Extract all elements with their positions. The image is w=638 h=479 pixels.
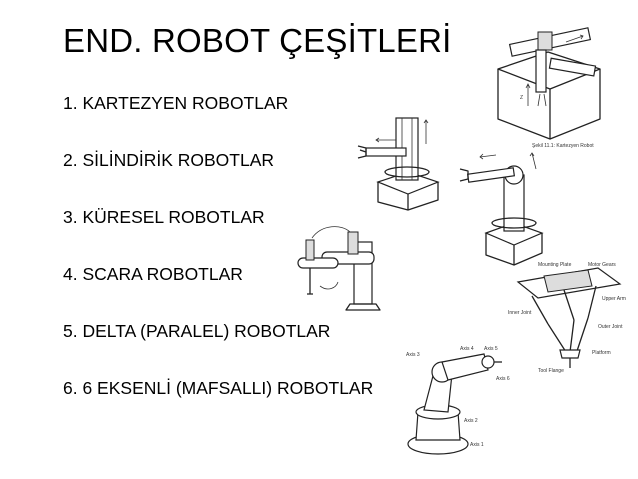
axis-label-4: Axis 4 — [460, 346, 474, 352]
axis-label-2: Axis 2 — [464, 418, 478, 424]
cylindrical-robot-illustration — [357, 117, 440, 211]
list-item-delta: 5. DELTA (PARALEL) ROBOTLAR — [63, 321, 331, 341]
cartesian-robot-illustration: Z Şekil 11.1: Kartezyen Robot — [497, 27, 601, 149]
slide-title: END. ROBOT ÇEŞİTLERİ — [63, 22, 452, 59]
axis-label-1: Axis 1 — [470, 442, 484, 448]
articulated-robot-illustration: Axis 3 Axis 4 Axis 5 Axis 6 Axis 2 Axis … — [406, 346, 510, 455]
list-item-cartesian: 1. KARTEZYEN ROBOTLAR — [63, 93, 289, 113]
delta-label-motor: Motor Gears — [588, 262, 616, 268]
list-item-articulated: 6. 6 EKSENLİ (MAFSALLI) ROBOTLAR — [63, 378, 374, 398]
list-item-cylindrical: 2. SİLİNDİRİK ROBOTLAR — [63, 150, 275, 170]
axis-z-label: Z — [520, 95, 523, 101]
axis-label-3: Axis 3 — [406, 352, 420, 358]
delta-label-outer-joint: Outer Joint — [598, 324, 623, 330]
list-item-spherical: 3. KÜRESEL ROBOTLAR — [63, 207, 265, 227]
robot-type-list: 1. KARTEZYEN ROBOTLAR 2. SİLİNDİRİK ROBO… — [63, 92, 373, 434]
cartesian-caption: Şekil 11.1: Kartezyen Robot — [532, 143, 594, 149]
spherical-robot-illustration — [459, 152, 544, 266]
delta-label-inner-joint: Inner Joint — [508, 310, 532, 316]
list-item-scara: 4. SCARA ROBOTLAR — [63, 264, 243, 284]
axis-label-5: Axis 5 — [484, 346, 498, 352]
delta-label-upper-arm: Upper Arm — [602, 296, 626, 302]
delta-label-tool-flange: Tool Flange — [538, 368, 564, 374]
delta-label-platform: Platform — [592, 350, 611, 356]
delta-label-mounting: Mounting Plate — [538, 262, 572, 268]
axis-label-6: Axis 6 — [496, 376, 510, 382]
scara-robot-illustration — [297, 226, 381, 311]
delta-robot-illustration: Mounting Plate Motor Gears Upper Arm Inn… — [508, 262, 626, 374]
